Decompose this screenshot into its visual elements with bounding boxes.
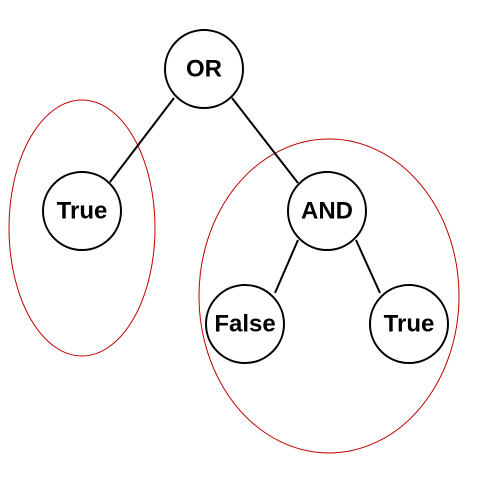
- node-label: AND: [301, 198, 353, 225]
- node-circle: [369, 284, 449, 364]
- tree-node-false: False: [205, 284, 285, 364]
- edge-and-to-false: [274, 239, 299, 294]
- node-label: OR: [186, 56, 222, 83]
- node-circle: [205, 284, 285, 364]
- edge-and-to-true: [355, 239, 381, 294]
- node-circle: [42, 171, 122, 251]
- node-circle: [164, 29, 244, 109]
- node-label: True: [57, 198, 108, 225]
- node-label: False: [214, 311, 275, 338]
- tree-node-and: AND: [287, 171, 367, 251]
- edge-or-to-and: [231, 97, 299, 184]
- right-subtree-highlight: [198, 138, 460, 454]
- tree-node-true-right: True: [369, 284, 449, 364]
- tree-node-true-left: True: [42, 171, 122, 251]
- edge-or-to-true: [109, 97, 175, 183]
- node-circle: [287, 171, 367, 251]
- left-subtree-highlight: [8, 99, 156, 357]
- tree-node-or: OR: [164, 29, 244, 109]
- node-label: True: [384, 311, 435, 338]
